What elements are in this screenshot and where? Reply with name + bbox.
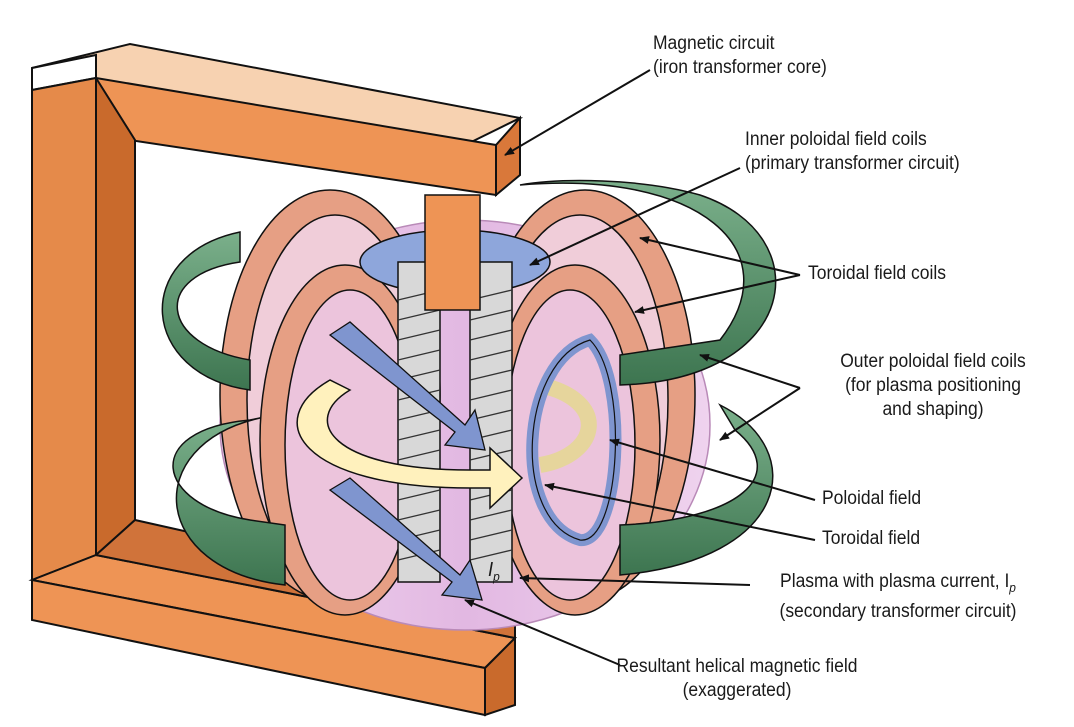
label-plasma-current: Plasma with plasma current, Ip (secondar… <box>779 571 1017 622</box>
label-toroidal-field: Toroidal field <box>822 528 921 549</box>
label-poloidal-field: Poloidal field <box>822 488 922 509</box>
inner-poloidal-coils <box>359 194 551 583</box>
outer-poloidal-coils <box>161 179 777 586</box>
label-magnetic-circuit: Magnetic circuit (iron transformer core) <box>653 33 827 78</box>
helical-field-arrows <box>328 321 622 601</box>
label-inner-poloidal-coils: Inner poloidal field coils (primary tran… <box>745 129 960 174</box>
toroidal-field-arrow <box>296 377 597 510</box>
leader-lines <box>464 69 816 666</box>
label-outer-poloidal-coils: Outer poloidal field coils (for plasma p… <box>840 351 1026 420</box>
label-toroidal-field-coils: Toroidal field coils <box>808 263 946 284</box>
label-helical-field: Resultant helical magnetic field (exagge… <box>616 656 858 701</box>
ip-marker: Ip <box>488 559 500 584</box>
